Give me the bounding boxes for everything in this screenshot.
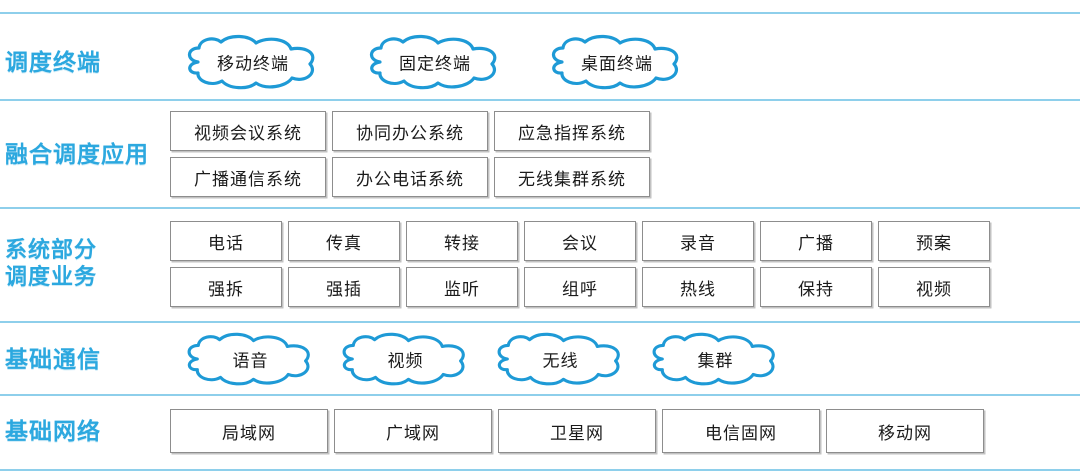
service-node-force-release[interactable]: 强拆	[170, 267, 282, 307]
layer-communication: 基础通信 语音 视频	[0, 329, 1080, 389]
app-node-broadcast-communication[interactable]: 广播通信系统	[170, 157, 326, 197]
service-node-plan[interactable]: 预案	[878, 221, 990, 261]
service-node-group-call[interactable]: 组呼	[524, 267, 636, 307]
service-node-broadcast[interactable]: 广播	[760, 221, 872, 261]
cloud-node-wireless[interactable]: 无线	[488, 330, 633, 388]
cloud-node-mobile-terminal[interactable]: 移动终端	[178, 33, 328, 91]
layer-network-content: 局域网 广域网 卫星网 电信固网 移动网	[170, 409, 1080, 453]
layer-application-content: 视频会议系统 协同办公系统 应急指挥系统 广播通信系统 办公电话系统 无线集群系…	[170, 111, 1080, 197]
divider-terminal-application	[0, 99, 1080, 101]
layer-communication-content: 语音 视频 无线	[170, 330, 1080, 388]
network-node-telecom-fixed[interactable]: 电信固网	[662, 409, 820, 453]
app-node-office-telephone[interactable]: 办公电话系统	[332, 157, 488, 197]
cloud-node-voice[interactable]: 语音	[178, 330, 323, 388]
service-node-fax[interactable]: 传真	[288, 221, 400, 261]
cloud-node-video[interactable]: 视频	[333, 330, 478, 388]
service-node-hold[interactable]: 保持	[760, 267, 872, 307]
cloud-node-fixed-terminal[interactable]: 固定终端	[360, 33, 510, 91]
application-row-1: 视频会议系统 协同办公系统 应急指挥系统	[170, 111, 1080, 151]
divider-top	[0, 12, 1080, 14]
service-node-recording[interactable]: 录音	[642, 221, 754, 261]
layer-network: 基础网络 局域网 广域网 卫星网 电信固网 移动网	[0, 406, 1080, 456]
layer-terminal-content: 移动终端 固定终端 桌面终端	[170, 33, 1080, 91]
service-node-hotline[interactable]: 热线	[642, 267, 754, 307]
network-row-1: 局域网 广域网 卫星网 电信固网 移动网	[170, 409, 1080, 453]
divider-communication-network	[0, 394, 1080, 396]
service-row-2: 强拆 强插 监听 组呼 热线 保持 视频	[170, 267, 1080, 307]
layer-label-network: 基础网络	[5, 417, 101, 444]
app-node-video-conference[interactable]: 视频会议系统	[170, 111, 326, 151]
divider-service-communication	[0, 321, 1080, 323]
service-node-video[interactable]: 视频	[878, 267, 990, 307]
cloud-node-trunking[interactable]: 集群	[643, 330, 788, 388]
app-node-wireless-trunking[interactable]: 无线集群系统	[494, 157, 650, 197]
service-node-force-insert[interactable]: 强插	[288, 267, 400, 307]
application-row-2: 广播通信系统 办公电话系统 无线集群系统	[170, 157, 1080, 197]
service-node-conference[interactable]: 会议	[524, 221, 636, 261]
layer-application: 融合调度应用 视频会议系统 协同办公系统 应急指挥系统 广播通信系统 办公电话系…	[0, 110, 1080, 198]
service-node-transfer[interactable]: 转接	[406, 221, 518, 261]
network-node-satellite[interactable]: 卫星网	[498, 409, 656, 453]
layer-terminal: 调度终端 移动终端 固定终端	[0, 32, 1080, 92]
layer-service: 系统部分 调度业务 电话 传真 转接 会议 录音 广播 预案 强拆 强插 监听 …	[0, 218, 1080, 310]
layer-label-service: 系统部分 调度业务	[5, 237, 98, 289]
cloud-node-desktop-terminal[interactable]: 桌面终端	[542, 33, 692, 91]
layer-service-content: 电话 传真 转接 会议 录音 广播 预案 强拆 强插 监听 组呼 热线 保持 视…	[170, 221, 1080, 307]
divider-bottom	[0, 469, 1080, 471]
layer-label-terminal: 调度终端	[5, 48, 101, 75]
layer-label-application: 融合调度应用	[5, 140, 149, 167]
network-node-wan[interactable]: 广域网	[334, 409, 492, 453]
service-node-monitor[interactable]: 监听	[406, 267, 518, 307]
network-node-lan[interactable]: 局域网	[170, 409, 328, 453]
app-node-collaborative-office[interactable]: 协同办公系统	[332, 111, 488, 151]
layer-label-communication: 基础通信	[5, 345, 101, 372]
app-node-emergency-command[interactable]: 应急指挥系统	[494, 111, 650, 151]
divider-application-service	[0, 207, 1080, 209]
service-node-telephone[interactable]: 电话	[170, 221, 282, 261]
network-node-mobile[interactable]: 移动网	[826, 409, 984, 453]
service-row-1: 电话 传真 转接 会议 录音 广播 预案	[170, 221, 1080, 261]
